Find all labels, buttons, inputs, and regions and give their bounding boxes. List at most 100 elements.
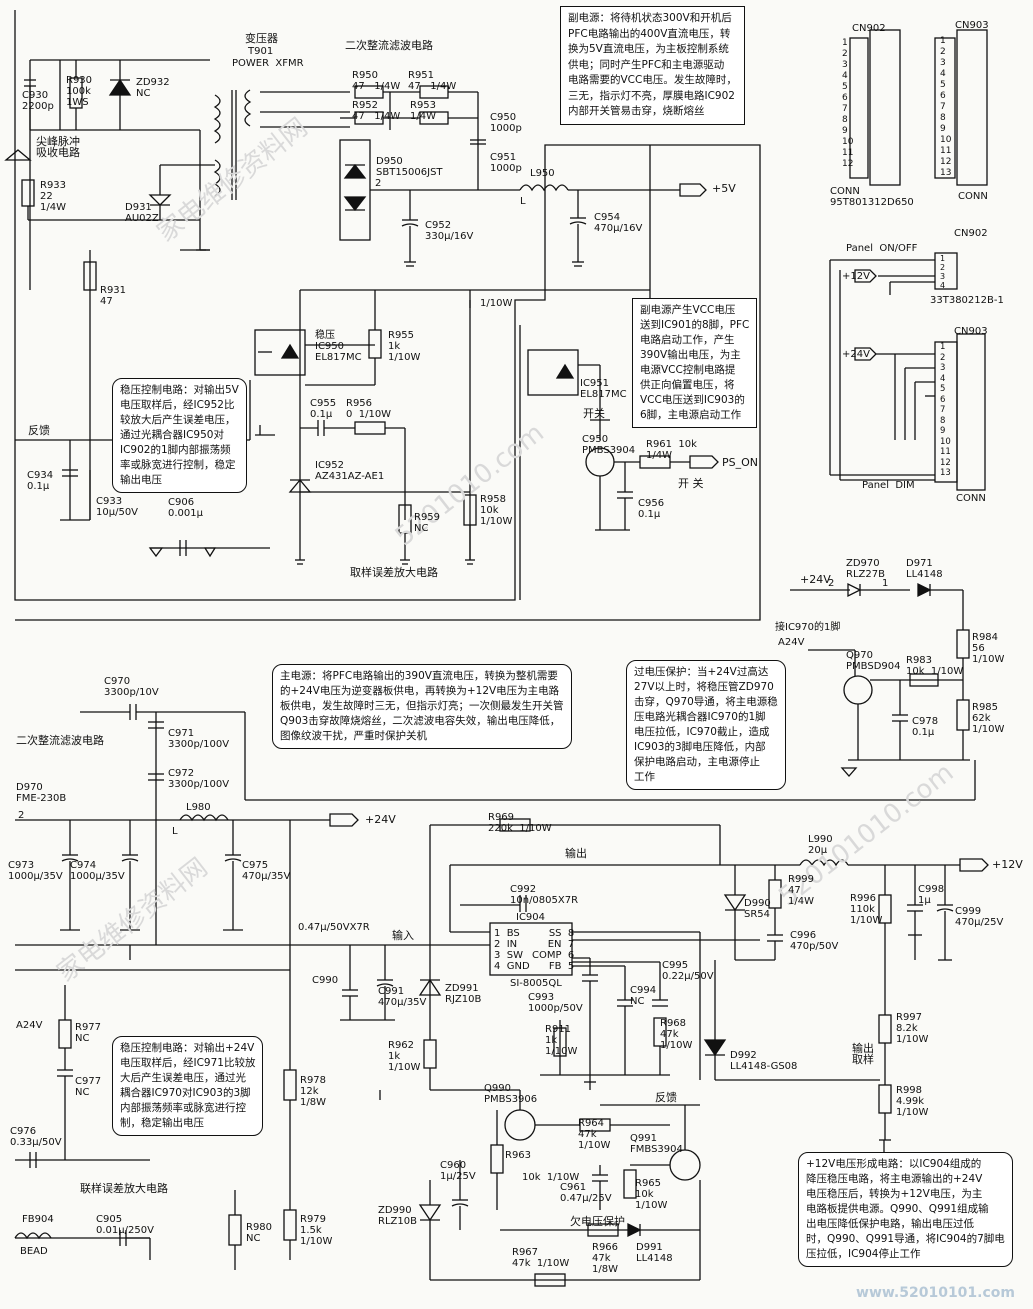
c973-label: C973 1000μ/35V	[8, 860, 63, 882]
switch-label-2: 开 关	[678, 477, 704, 490]
feedback-label: 反馈	[28, 424, 50, 437]
c960-label: C960 1μ/25V	[440, 1160, 476, 1182]
zd970-label: ZD970 RLZ27B	[846, 558, 885, 580]
pin-number: 2	[842, 49, 848, 59]
node-2a: 2	[18, 810, 25, 821]
c950a-label: C950 1000p	[490, 112, 522, 134]
node-1: 1	[882, 578, 889, 589]
c952-label: C952 330μ/16V	[425, 220, 474, 242]
c990-label: C990	[312, 975, 339, 986]
pin-number: 5	[940, 384, 946, 394]
c995-label: C995 0.22μ/50V	[662, 960, 714, 982]
r985-label: R985 62k 1/10W	[972, 702, 1005, 735]
spike-absorb-label: 尖峰脉冲 吸收电路	[36, 135, 80, 159]
cn903-top-label: CN903	[955, 20, 989, 31]
r999-label: R999 47 1/4W	[788, 874, 815, 907]
r933-label: R933 22 1/4W	[40, 180, 67, 213]
r996-label: R996 110k 1/10W	[850, 893, 883, 926]
pin-number: 9	[940, 124, 946, 134]
note-aux-power: 副电源：将待机状态300V和开机后 PFC电路输出的400V直流电压，转 换为5…	[560, 6, 745, 125]
plus-24v-ovp: +24V	[800, 573, 831, 586]
c951-label: C951 1000p	[490, 152, 522, 174]
q970-label: Q970 PMBSD904	[846, 650, 901, 672]
power-xfmr-label: POWER XFMR	[232, 58, 304, 69]
c993-label: C993 1000p/50V	[528, 992, 583, 1014]
c996-label: C996 470p/50V	[790, 930, 839, 952]
r-1-10w-label: 1/10W	[480, 298, 513, 309]
ic904-label: IC904	[516, 912, 546, 923]
transformer-title: 变压器	[245, 32, 278, 45]
r950-label: R950 47 1/4W	[352, 70, 401, 92]
pin-number: 3	[940, 272, 946, 281]
pin-number: 12	[940, 457, 951, 468]
r959-label: R959 NC	[414, 512, 441, 534]
q990-label: Q990 PMBS3906	[484, 1083, 538, 1105]
ic904-section	[340, 818, 989, 1141]
a24v-left: A24V	[16, 1020, 43, 1031]
pin-number: 4	[940, 69, 946, 79]
out-12v: +12V	[992, 858, 1023, 871]
feedback-label-2: 反馈	[655, 1091, 677, 1104]
pin-number: 8	[940, 113, 946, 123]
cn903b-label: CN903	[954, 326, 988, 337]
output-sample-label: 输出 取样	[852, 1042, 874, 1066]
pin-number: 8	[940, 415, 946, 426]
q991-label: Q991 FMBS3904	[630, 1133, 683, 1155]
r955-label: R955 1k 1/10W	[388, 330, 421, 363]
sec-rect-title-2: 二次整流滤波电路	[16, 734, 104, 747]
pin-number: 1	[842, 38, 848, 48]
sample-amp-label-2: 联样误差放大电路	[80, 1182, 168, 1195]
r951-label: R951 47 1/4W	[408, 70, 457, 92]
main-24v	[15, 704, 976, 1260]
pin-number: 8	[842, 115, 848, 125]
c999-label: C999 470μ/25V	[955, 906, 1004, 928]
pin-number: 6	[940, 394, 946, 405]
plus-12v-cn: +12V	[842, 271, 870, 282]
cn902-top	[849, 29, 988, 186]
c971-label: C971 3300p/100V	[168, 728, 230, 750]
secondary-5v	[180, 85, 707, 267]
aux-frame	[14, 10, 761, 621]
sec-rect-title: 二次整流滤波电路	[345, 39, 433, 52]
c970-label: C970 3300p/10V	[104, 676, 159, 698]
c905-label: C905 0.01μ/250V	[96, 1214, 154, 1236]
d990-label: D990 SR54	[744, 898, 771, 920]
node-2b: 2	[375, 178, 382, 189]
l950-l: L	[520, 196, 526, 207]
r977-label: R977 NC	[75, 1022, 102, 1044]
pin-number: 9	[842, 126, 848, 136]
bead-label: BEAD	[20, 1246, 48, 1257]
pin-number: 3	[940, 58, 946, 68]
uvp-section	[14, 969, 701, 1287]
note-ovp: 过电压保护：当+24V过高达 27V以上时，将稳压管ZD970 击穿，Q970导…	[626, 660, 786, 790]
r984-label: R984 56 1/10W	[972, 632, 1005, 665]
c961-label: C961 0.47μ/25V	[560, 1182, 612, 1204]
pin-number: 10	[842, 137, 854, 147]
pin-number: 11	[940, 146, 952, 156]
note-12v-form: +12V电压形成电路：以IC904组成的 降压稳压电路，将主电源输出的+24V …	[798, 1152, 1013, 1267]
c974-label: C974 1000μ/35V	[70, 860, 125, 882]
r-10k-label: 10k 1/10W	[522, 1172, 580, 1183]
pin-number: 13	[940, 468, 951, 478]
c991-label: C991 470μ/35V	[378, 986, 427, 1008]
r930-label: R930 100k 1WS	[66, 75, 93, 108]
c934-label: C934 0.1μ	[27, 470, 54, 492]
d950-label: D950 SBT15006JST	[376, 156, 443, 178]
ps-on-section	[519, 145, 719, 600]
input-label: 输入	[392, 929, 414, 942]
pin-number: 12	[940, 157, 952, 167]
pin-number: 11	[940, 447, 951, 457]
conn-label-3: CONN	[956, 493, 986, 504]
l950-label: L950	[530, 168, 555, 179]
panel-dim-label: Panel DIM	[862, 480, 915, 491]
c956-label: C956 0.1μ	[638, 498, 665, 520]
r956-label: R956 0 1/10W	[346, 398, 392, 420]
r969-label: R969 220k 1/10W	[488, 812, 552, 834]
d970-main-label: D970 FME-230B	[16, 782, 67, 804]
d971-label: D971 LL4148	[906, 558, 943, 580]
out-24v: +24V	[365, 813, 396, 826]
